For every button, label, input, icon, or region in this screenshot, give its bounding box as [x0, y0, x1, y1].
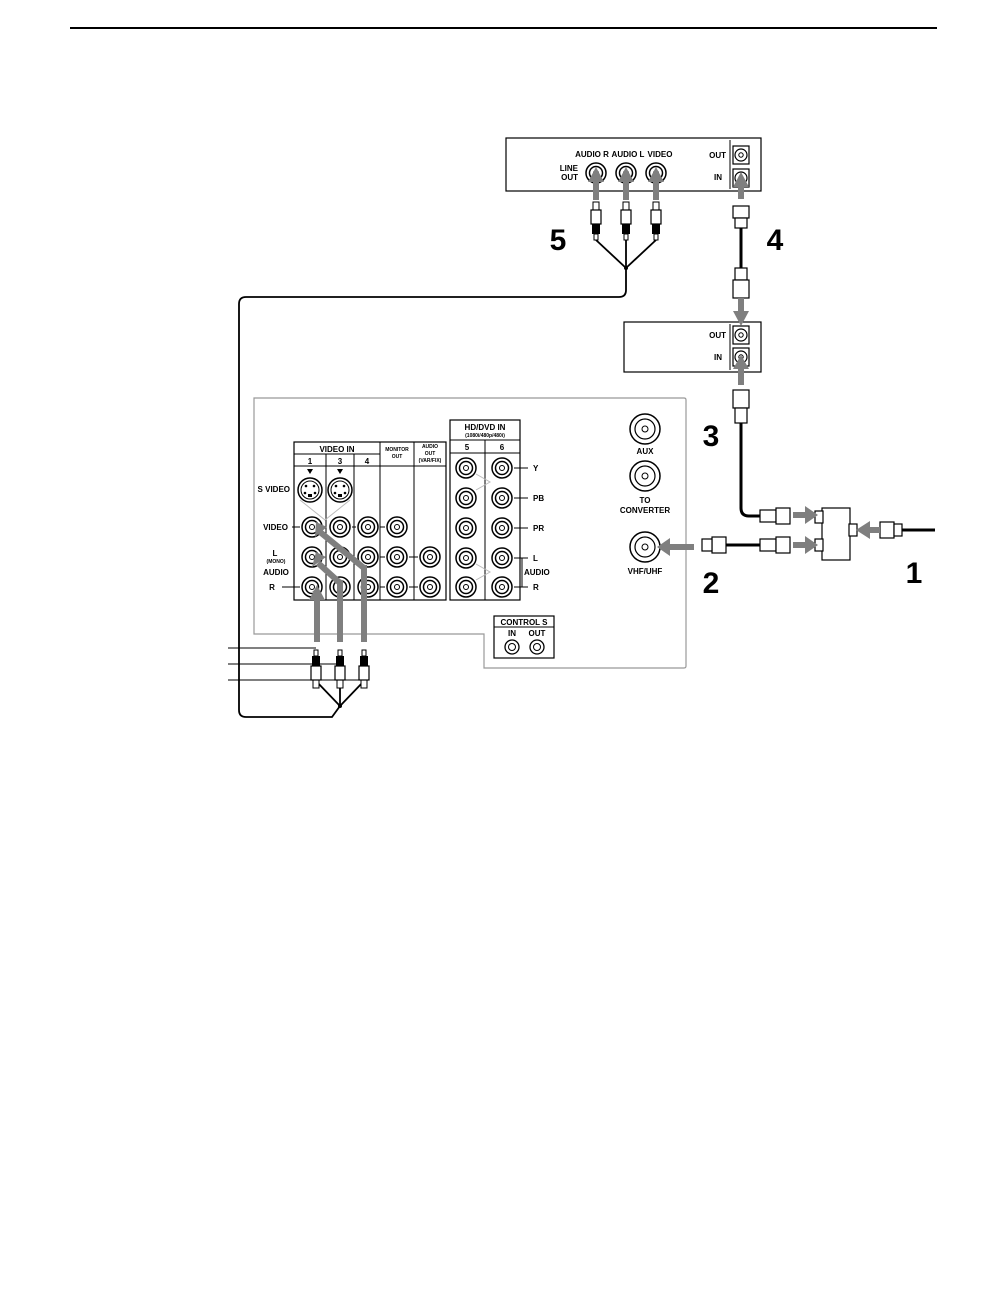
vhf-uhf-label: VHF/UHF: [628, 567, 663, 576]
coax-plug-vcr-in: [733, 206, 749, 228]
audio-out-label-1: AUDIO: [422, 444, 438, 450]
vcr-video-label: VIDEO: [648, 150, 673, 159]
hd-input-6-label: 6: [500, 443, 505, 452]
tv-audio-l-plug: [335, 650, 345, 688]
audio-out-sub-label: (VAR/FIX): [419, 458, 442, 464]
to-converter-label-2: CONVERTER: [620, 506, 670, 515]
l-row-label: L: [273, 549, 278, 558]
hd-audio-label: AUDIO: [524, 568, 550, 577]
vhf-uhf-jack: [630, 532, 660, 562]
vcr-rf-in-label: IN: [714, 173, 722, 182]
aux-jack: [630, 414, 660, 444]
coax-plug-cable-out: [733, 268, 749, 298]
vcr-audio-l-plug: [621, 202, 631, 240]
hd-r-label: R: [533, 583, 539, 592]
hd-y-label: Y: [533, 464, 539, 473]
coax-plug-splitter-bottom: [760, 537, 790, 553]
vcr-audio-r-label: AUDIO R: [575, 150, 609, 159]
coax-plug-antenna: [880, 522, 902, 538]
vcr-rf-out-label: OUT: [709, 151, 726, 160]
input-3-label: 3: [338, 457, 343, 466]
mono-row-label: (MONO): [267, 559, 286, 565]
r-row-label: R: [269, 583, 275, 592]
coax-cables: [718, 228, 935, 545]
hd5-l-jack: [456, 548, 476, 568]
step-number-4: 4: [767, 224, 784, 257]
hd5-pb-jack: [456, 488, 476, 508]
hd6-y-jack: [492, 458, 512, 478]
coax-plug-splitter-top: [760, 508, 790, 524]
control-s-in-label: IN: [508, 629, 516, 638]
vcr-audio-r-plug: [591, 202, 601, 240]
coax-plug-cable-in: [733, 390, 749, 423]
cable-box-out-jack: [733, 326, 749, 344]
hd6-l-jack: [492, 548, 512, 568]
hd5-pr-jack: [456, 518, 476, 538]
vcr-line-label: LINE: [560, 164, 579, 173]
splitter: [815, 508, 857, 560]
hd-l-label: L: [533, 554, 538, 563]
audio-out-l-jack: [420, 547, 440, 567]
hd5-y-jack: [456, 458, 476, 478]
input-4-label: 4: [365, 457, 370, 466]
step-number-3: 3: [703, 420, 720, 453]
tv-audio-r-plug: [311, 650, 321, 688]
s-video-jack-1: [298, 478, 322, 502]
hd5-r-jack: [456, 577, 476, 597]
hd6-pb-jack: [492, 488, 512, 508]
tv-video-plug: [359, 650, 369, 688]
audio-out-label-2: OUT: [425, 451, 436, 457]
monitor-audio-r-jack: [387, 577, 407, 597]
cable-box-in-label: IN: [714, 353, 722, 362]
s-video-row-label: S VIDEO: [258, 485, 290, 494]
step-number-5: 5: [550, 224, 567, 257]
vcr-video-plug: [651, 202, 661, 240]
hd-dvd-in-header: HD/DVD IN: [465, 423, 506, 432]
hd6-pr-jack: [492, 518, 512, 538]
audio-out-r-jack: [420, 577, 440, 597]
monitor-audio-l-jack: [387, 547, 407, 567]
vcr-audio-l-label: AUDIO L: [612, 150, 645, 159]
video-4-jack: [358, 517, 378, 537]
monitor-out-label-1: MONITOR: [385, 447, 409, 453]
vcr-out-label: OUT: [561, 173, 578, 182]
hd-dvd-in-sub: (1080i/480p/480i): [465, 433, 505, 439]
hd6-r-jack: [492, 577, 512, 597]
monitor-out-label-2: OUT: [392, 454, 403, 460]
cable-box-out-label: OUT: [709, 331, 726, 340]
hd-pb-label: PB: [533, 494, 544, 503]
monitor-video-jack: [387, 517, 407, 537]
aux-label: AUX: [637, 447, 655, 456]
hd-input-5-label: 5: [465, 443, 470, 452]
video-in-header: VIDEO IN: [319, 445, 354, 454]
video-row-label: VIDEO: [263, 523, 288, 532]
audio-row-label: AUDIO: [263, 568, 289, 577]
control-s-out-label: OUT: [529, 629, 546, 638]
s-video-jack-3: [328, 478, 352, 502]
step-number-1: 1: [906, 557, 923, 590]
to-converter-label-1: TO: [640, 496, 651, 505]
coax-plug-vhf: [702, 537, 726, 553]
video-3-jack: [330, 517, 350, 537]
control-s-label: CONTROL S: [501, 618, 549, 627]
to-converter-jack: [630, 461, 660, 491]
step-number-2: 2: [703, 567, 720, 600]
hd-pr-label: PR: [533, 524, 544, 533]
vcr-rf-out-jack: [733, 146, 749, 164]
input-1-label: 1: [308, 457, 313, 466]
vcr-unit: AUDIO R AUDIO L VIDEO LINE OUT OUT IN: [506, 138, 761, 191]
